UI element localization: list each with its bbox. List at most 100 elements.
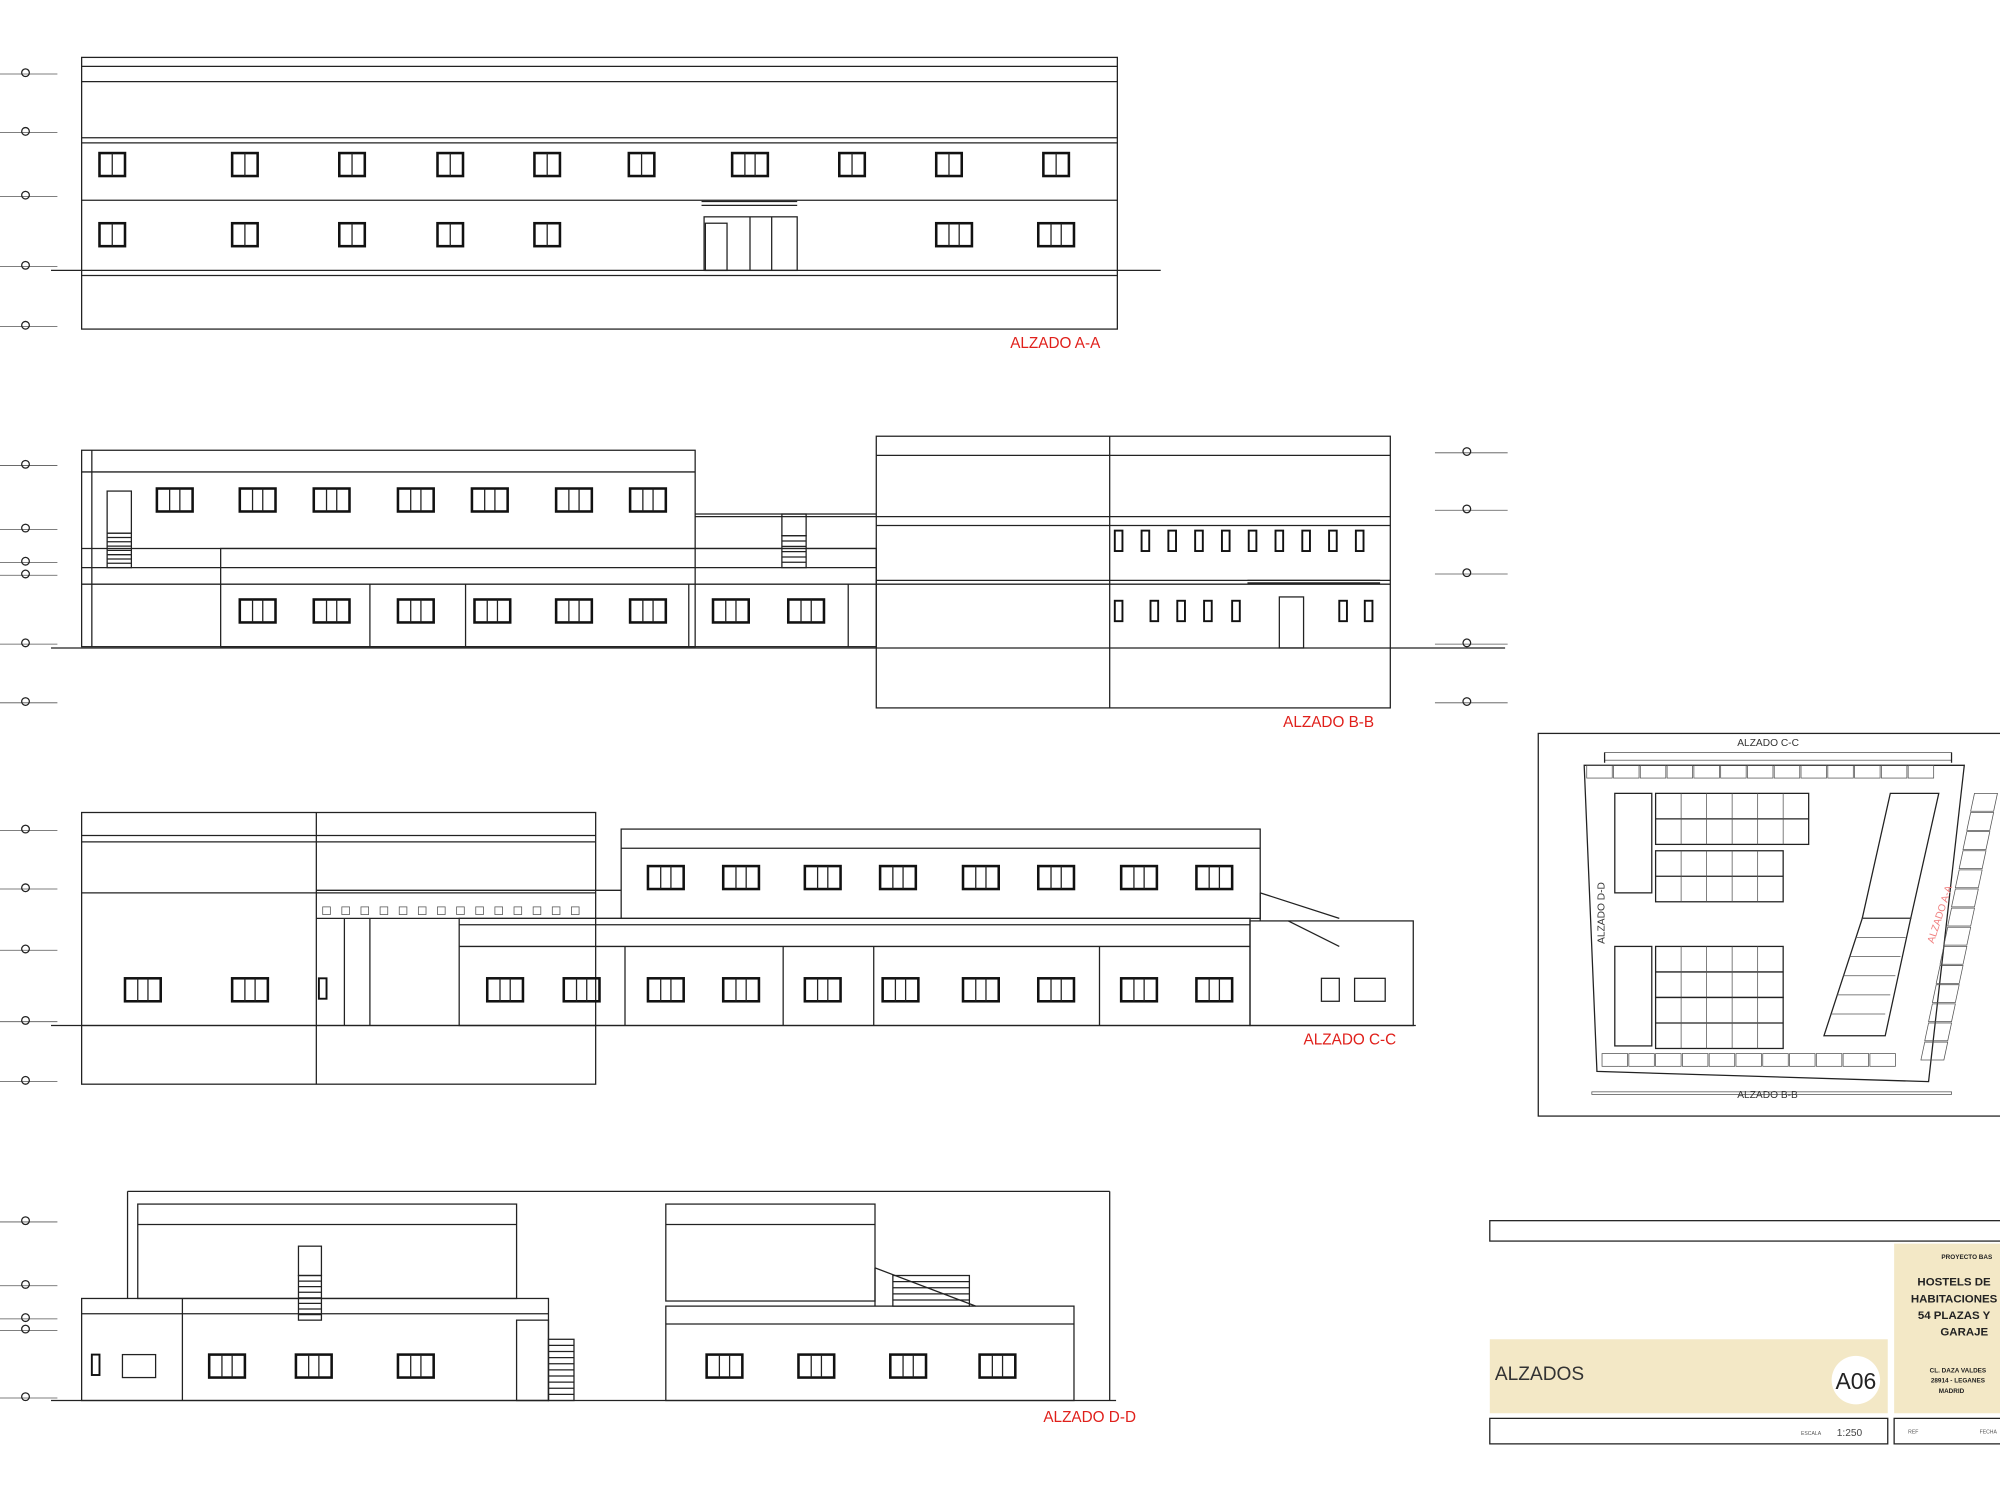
outline [1735, 1053, 1762, 1067]
window [628, 487, 668, 513]
window [396, 1353, 435, 1379]
window [1119, 977, 1159, 1003]
window [238, 487, 277, 513]
outline [456, 906, 465, 915]
level-marker-icon [1462, 638, 1472, 648]
level-marker-icon [21, 556, 30, 566]
parking-space [1966, 812, 1995, 831]
outline [137, 1203, 518, 1300]
parking-space [1920, 1041, 1949, 1061]
window [705, 1353, 744, 1379]
outline [665, 1203, 876, 1302]
address-line-2: 28914 - LEGANES [1931, 1378, 1985, 1385]
outline [781, 513, 807, 537]
level-marker-icon [21, 459, 30, 469]
outline [1907, 764, 1935, 779]
project-type: PROYECTO BAS [1941, 1254, 1992, 1261]
outline [620, 828, 1261, 920]
parking-space [1928, 1003, 1956, 1023]
outline [297, 1245, 323, 1277]
level-marker-icon [1462, 697, 1472, 706]
address-line-3: MADRID [1939, 1388, 1965, 1395]
outline [1773, 764, 1801, 779]
window [485, 977, 525, 1003]
outline [106, 490, 133, 534]
window [934, 221, 974, 248]
plan-label-bottom: ALZADO B-B [1737, 1090, 1798, 1101]
window [554, 598, 594, 624]
window [730, 151, 770, 178]
level-marker-icon [21, 190, 30, 200]
outline [494, 906, 503, 915]
level-marker-icon [21, 1216, 30, 1226]
project-name-line-3: 54 PLAZAS Y [1918, 1310, 1991, 1322]
outline [1604, 752, 1952, 761]
outline [398, 906, 408, 915]
window [207, 1353, 247, 1379]
outline [1320, 977, 1340, 1002]
scale-label: ESCALA [1801, 1431, 1822, 1437]
line [1260, 892, 1340, 919]
window [978, 1353, 1017, 1379]
outline [417, 906, 427, 915]
outline [1601, 1053, 1628, 1067]
window [238, 598, 277, 624]
outline [1249, 920, 1414, 1027]
parking-space [1970, 792, 1998, 812]
level-marker-icon [21, 523, 30, 533]
outline [551, 906, 561, 915]
outline [437, 906, 446, 915]
window [889, 1353, 928, 1379]
project-name-line-4: GARAJE [1940, 1326, 1988, 1338]
outline [1869, 1053, 1896, 1067]
window [1113, 529, 1124, 552]
window [1036, 977, 1076, 1003]
building-outline [1583, 764, 1965, 1083]
outline [1614, 792, 1653, 894]
level-marker-icon [21, 569, 30, 579]
outline [1693, 764, 1720, 779]
outline [1655, 1053, 1682, 1067]
outline [1353, 977, 1386, 1002]
window [312, 487, 351, 513]
level-marker-icon [21, 697, 30, 706]
outline [1628, 1053, 1655, 1067]
window [1328, 529, 1338, 552]
window [628, 598, 668, 624]
parking-space [1954, 869, 1983, 889]
outline [704, 222, 728, 272]
window [1140, 529, 1151, 552]
parking-space [1935, 965, 1964, 984]
plan-label-right: ALZADO A-A [1926, 884, 1955, 945]
window [881, 977, 920, 1003]
level-marker-icon [21, 1279, 30, 1289]
outline [1586, 764, 1613, 779]
window [294, 1353, 333, 1379]
window [797, 1353, 836, 1379]
window [123, 977, 162, 1003]
window [312, 598, 351, 624]
level-marker-icon [21, 1015, 30, 1025]
window [230, 977, 270, 1003]
window [470, 487, 509, 513]
outline [1800, 764, 1827, 779]
elevation-c-label: ALZADO C-C [1304, 1032, 1397, 1049]
project-name-line-2: HABITACIONES [1911, 1293, 1998, 1305]
window [396, 598, 435, 624]
outline [458, 917, 1251, 1027]
outline [80, 811, 597, 1085]
window [1231, 599, 1241, 623]
window [1195, 977, 1234, 1003]
outline [1789, 1053, 1816, 1067]
window [1301, 529, 1311, 552]
outline [1815, 1053, 1843, 1067]
parking-space [1958, 850, 1987, 870]
level-marker-icon [1462, 504, 1472, 514]
outline [513, 906, 523, 915]
outline [875, 435, 1391, 709]
window [961, 977, 1000, 1003]
parking-space [1924, 1022, 1953, 1042]
window [90, 1353, 101, 1376]
parking-space [1947, 907, 1975, 927]
window [1220, 529, 1231, 552]
